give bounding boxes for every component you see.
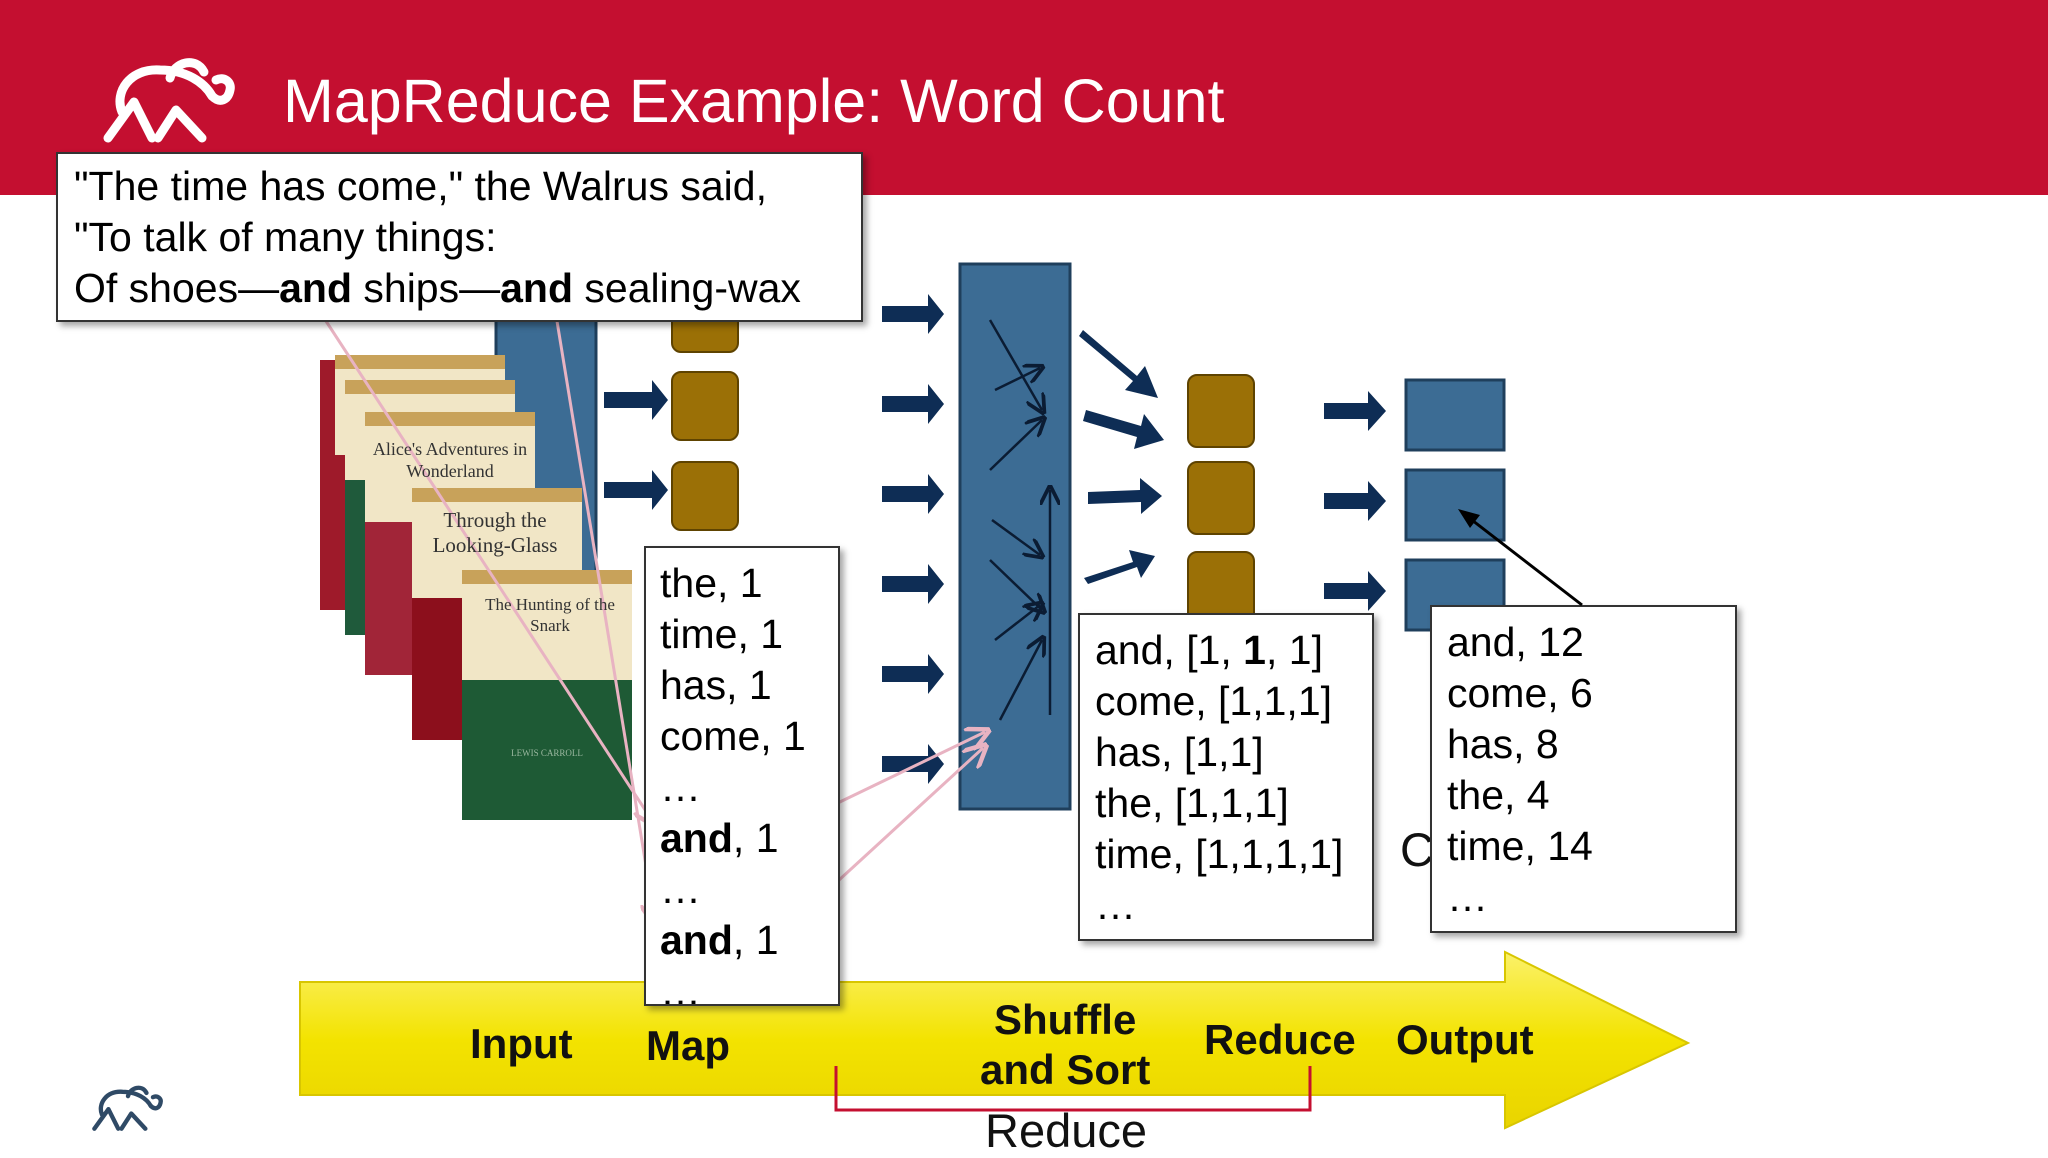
output-row: the, 4: [1447, 772, 1550, 818]
quote-line-3-suffix: sealing-wax: [573, 265, 801, 311]
slide-title: MapReduce Example: Word Count: [283, 67, 1225, 135]
book-cover-author: LEWIS CARROLL: [511, 748, 583, 758]
input-map-arrows: [604, 380, 668, 510]
map-row-word: and: [660, 815, 733, 861]
shuffle-row: time, [1,1,1,1]: [1095, 831, 1344, 877]
stage-map: Map: [646, 1022, 730, 1069]
map-row-word: and: [660, 917, 733, 963]
map-task: [671, 461, 739, 531]
map-row-count: , 1: [732, 917, 779, 963]
map-row-word: …: [660, 866, 701, 912]
quote-box: "The time has come," the Walrus said, "T…: [56, 152, 863, 322]
map-row: …: [660, 966, 838, 1006]
map-row: and, 1: [660, 915, 838, 966]
reduce-output-arrows: [1324, 391, 1386, 611]
output-row: time, 14: [1447, 823, 1593, 869]
quote-line-3-mid: ships—: [352, 265, 501, 311]
shuffle-crossings: [988, 319, 1050, 721]
reduce-task: [1187, 461, 1255, 535]
map-row: come, 1: [660, 711, 838, 762]
map-row-count: , 1: [717, 560, 763, 606]
book-stack: [320, 355, 632, 820]
shuffle-row: the, [1,1,1]: [1095, 780, 1289, 826]
map-row-word: come: [660, 713, 761, 759]
quote-line-2: "To talk of many things:: [74, 214, 497, 260]
reduce-bracket-label: Reduce: [985, 1104, 1147, 1157]
map-row-word: time: [660, 611, 738, 657]
stage-output: Output: [1396, 1016, 1534, 1063]
map-row: …: [660, 762, 838, 813]
map-row: …: [660, 864, 838, 915]
footer-hadoop-logo: [92, 1085, 163, 1131]
shuffle-row: has, [1,1]: [1095, 729, 1264, 775]
map-task: [671, 371, 739, 441]
map-row: the, 1: [660, 558, 838, 609]
book-title-alice: Alice's Adventures in Wonderland: [372, 439, 528, 481]
hadoop-logo: [103, 58, 235, 143]
quote-line-1: "The time has come," the Walrus said,: [74, 163, 767, 209]
shuffle-row: come, [1,1,1]: [1095, 678, 1333, 724]
map-row: and, 1: [660, 813, 838, 864]
shuffle-row: …: [1095, 882, 1136, 928]
stage-input: Input: [470, 1020, 573, 1067]
output-row: and, 12: [1447, 619, 1584, 665]
shuffle-reduce-arrows: [1079, 330, 1164, 584]
stage-shuffle-line-2: and Sort: [980, 1046, 1151, 1093]
map-row-word: has: [660, 662, 727, 708]
quote-line-3-prefix: Of shoes—: [74, 265, 280, 311]
quote-line-3: Of shoes—and ships—and sealing-wax: [74, 263, 861, 314]
shuffle-row-1-bold: 1: [1243, 627, 1266, 673]
output-row: has, 8: [1447, 721, 1559, 767]
quote-and-1: and: [279, 265, 352, 311]
output-row: …: [1447, 874, 1488, 920]
book-title-snark: The Hunting of the Snark: [485, 595, 615, 635]
book-title-looking-glass: Through the Looking-Glass: [432, 508, 558, 557]
reduce-bracket: [834, 1066, 1312, 1112]
map-shuffle-arrows: [882, 294, 944, 784]
map-row-count: , 1: [737, 611, 784, 657]
map-output-box: the, 1 time, 1 has, 1 come, 1 … and, 1 ……: [644, 546, 840, 1006]
reduce-task: [1187, 374, 1255, 448]
shuffle-row-1-suffix: , 1]: [1265, 627, 1323, 673]
map-row: has, 1: [660, 660, 838, 711]
map-row: time, 1: [660, 609, 838, 660]
map-row-word: the: [660, 560, 717, 606]
output-block: [1404, 468, 1506, 542]
output-pointer-arrow: [1458, 509, 1583, 607]
map-row-word: …: [660, 764, 701, 810]
shuffle-row: and, [1, 1, 1]: [1095, 625, 1372, 676]
shuffle-output-box: and, [1, 1, 1] come, [1,1,1] has, [1,1] …: [1078, 613, 1374, 941]
output-row: come, 6: [1447, 670, 1593, 716]
map-row-count: , 1: [726, 662, 772, 708]
partially-hidden-letter: C: [1400, 823, 1434, 876]
output-block: [1404, 378, 1506, 452]
shuffle-row-1-prefix: and, [1,: [1095, 627, 1244, 673]
reduce-output-box: and, 12 come, 6 has, 8 the, 4 time, 14 …: [1430, 605, 1737, 933]
map-row-count: , 1: [732, 815, 779, 861]
stage-reduce: Reduce: [1204, 1016, 1356, 1063]
map-row-word: …: [660, 968, 701, 1006]
quote-and-2: and: [500, 265, 574, 311]
stage-shuffle-line-1: Shuffle: [994, 996, 1137, 1043]
map-row-count: , 1: [760, 713, 806, 759]
